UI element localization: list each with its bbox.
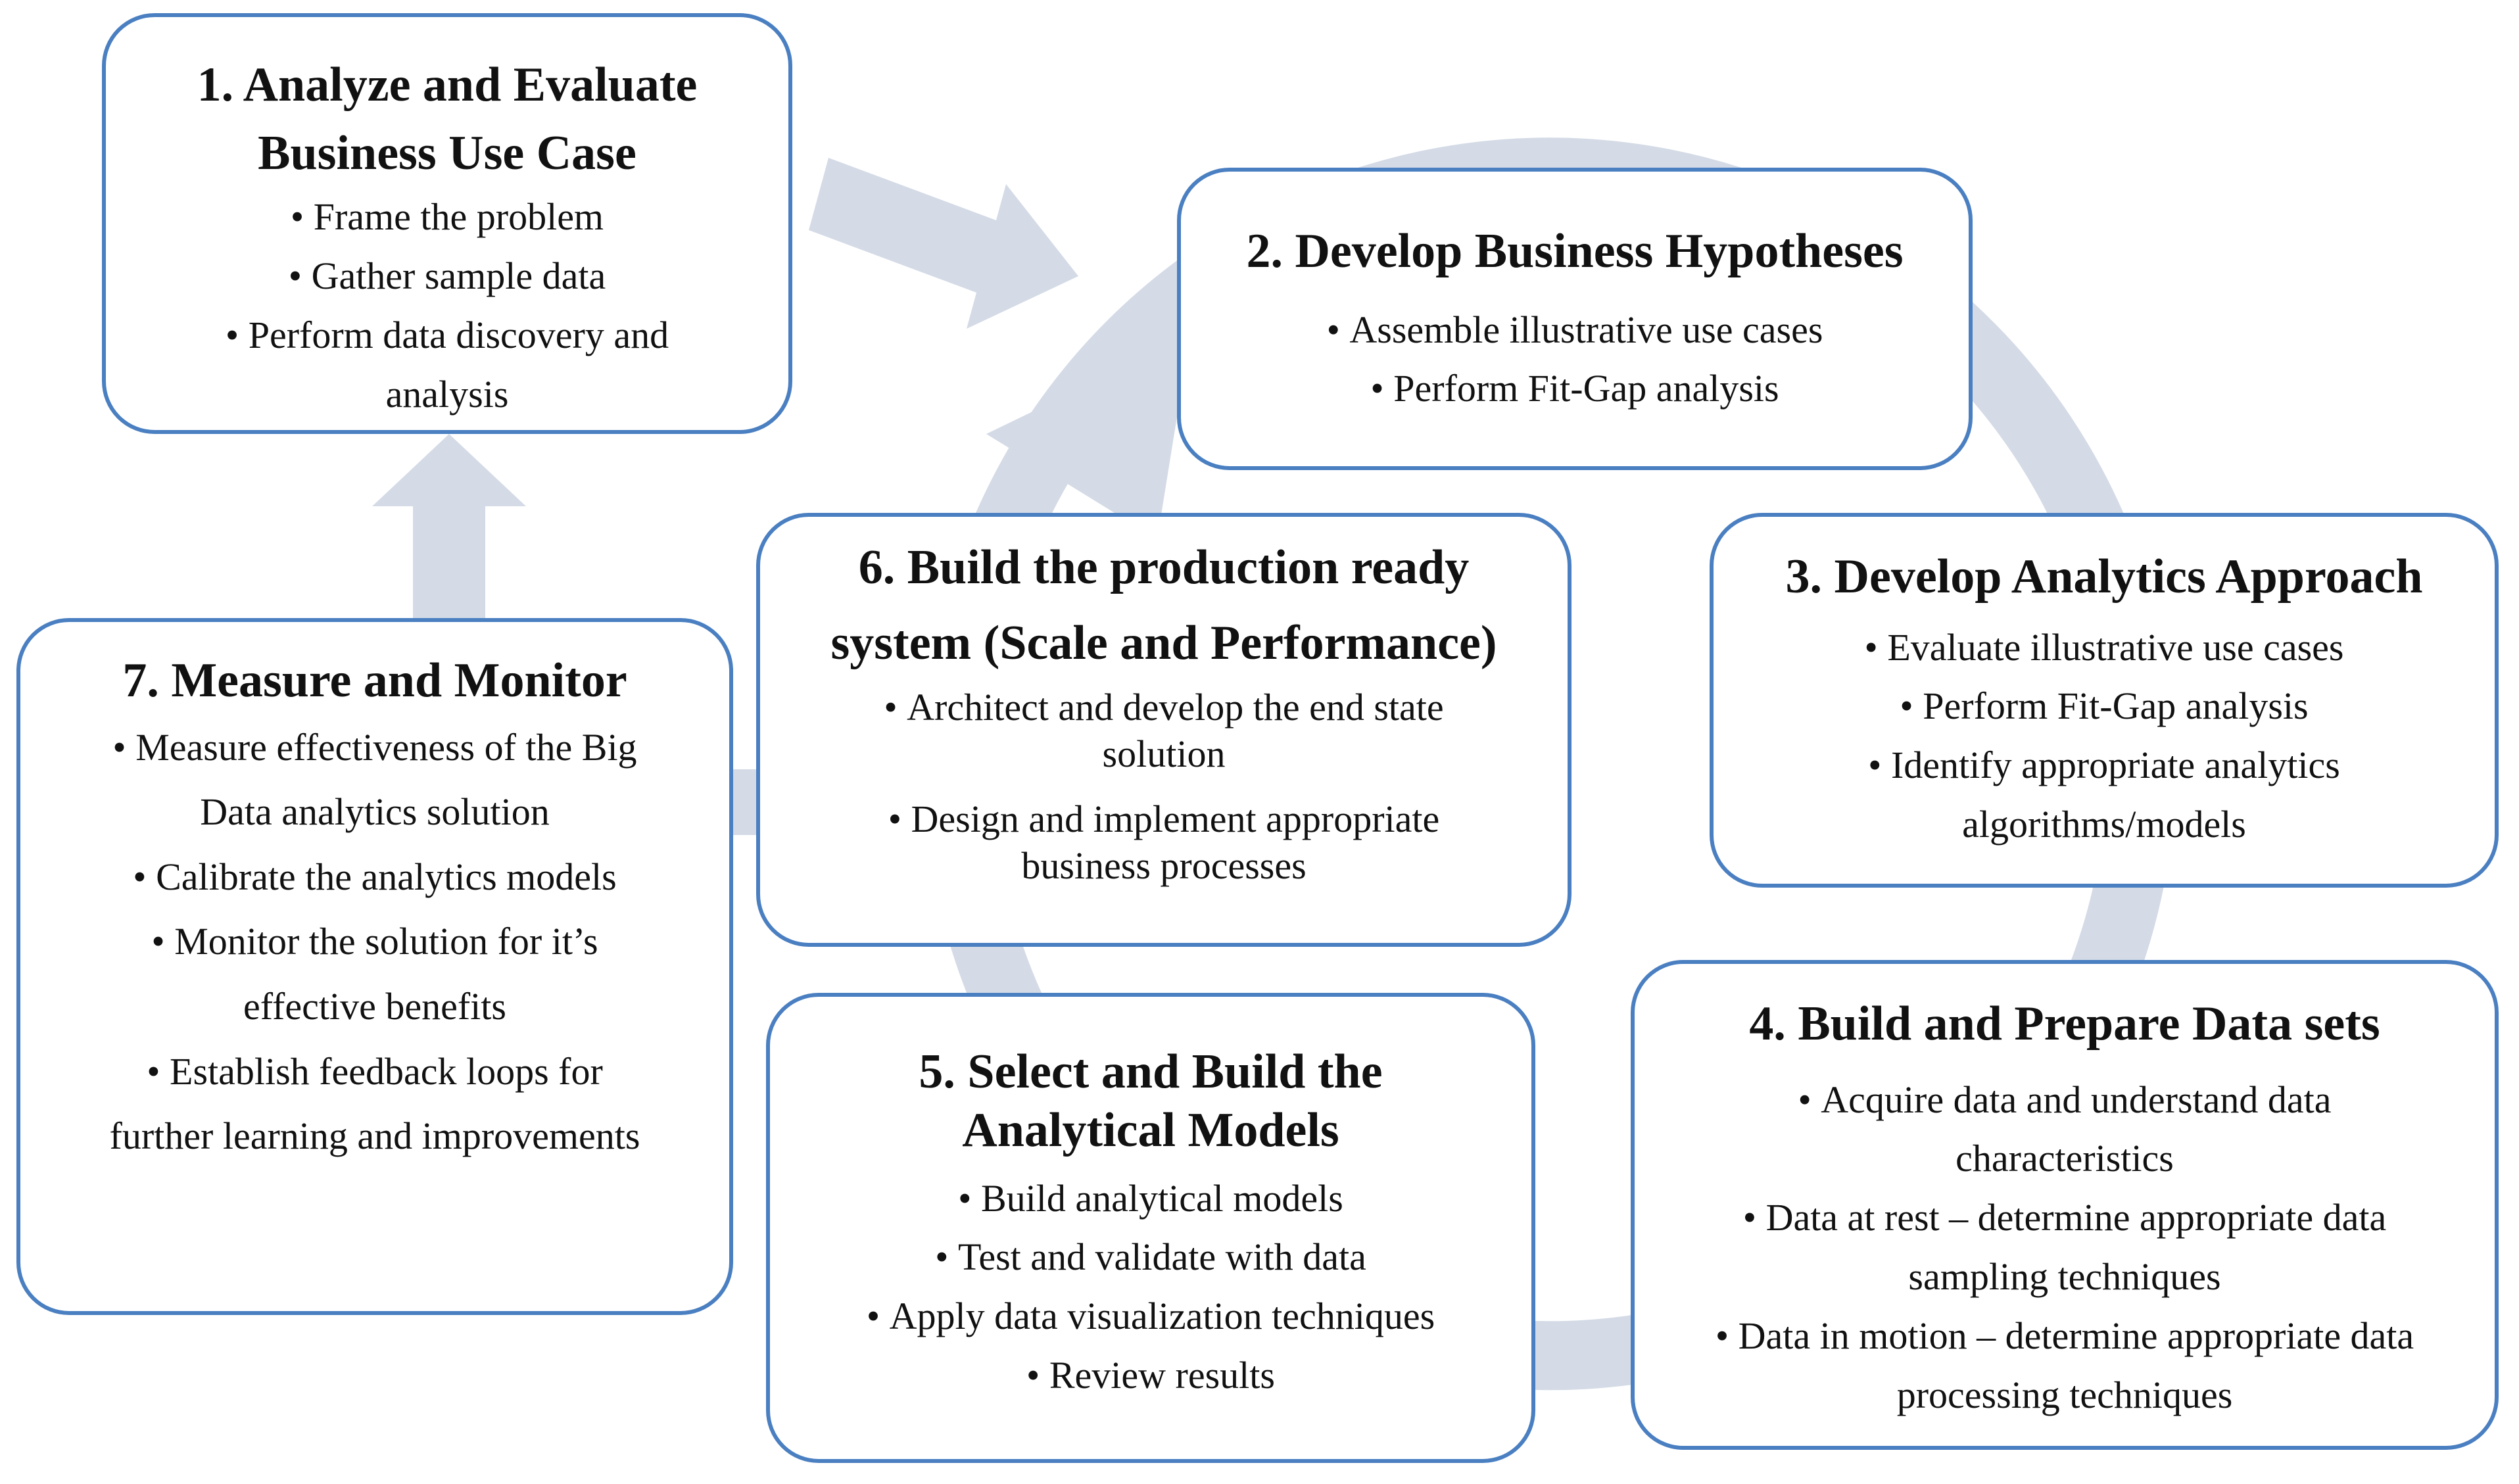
step-1-title-line: 1. Analyze and Evaluate — [197, 58, 698, 112]
step-6-title-line: system (Scale and Performance) — [830, 615, 1497, 670]
step-3-item: Identify appropriate analytics algorithm… — [1808, 736, 2400, 854]
step-6-item: Architect and develop the end state solu… — [842, 684, 1486, 778]
step-1-item: Gather sample data — [197, 247, 697, 306]
step-5-item: Build analytical models — [867, 1169, 1435, 1228]
step-5-box: 5. Select and Build the Analytical Model… — [766, 993, 1535, 1463]
step-6-title: 6. Build the production ready system (Sc… — [830, 530, 1497, 681]
step-3-item: Evaluate illustrative use cases — [1808, 618, 2400, 677]
step-5-title-line: 5. Select and Build the — [919, 1045, 1383, 1099]
step-5-title: 5. Select and Build the Analytical Model… — [919, 1043, 1382, 1160]
step-4-title: 4. Build and Prepare Data sets — [1749, 990, 2380, 1059]
step-7-title-line: 7. Measure and Monitor — [122, 654, 627, 707]
step-3-items: Evaluate illustrative use cases Perform … — [1808, 618, 2400, 855]
step-3-item: Perform Fit-Gap analysis — [1808, 677, 2400, 736]
step-4-item: Data in motion – determine appropriate d… — [1690, 1306, 2439, 1425]
step-2-box: 2. Develop Business Hypotheses Assemble … — [1177, 168, 1973, 470]
cycle-arrowhead — [986, 335, 1190, 539]
step-1-title-line: Business Use Case — [258, 126, 636, 180]
step-4-item: Acquire data and understand data charact… — [1690, 1070, 2439, 1189]
step-7-title: 7. Measure and Monitor — [122, 647, 627, 715]
step-5-item: Apply data visualization techniques — [867, 1287, 1435, 1346]
step-5-item: Test and validate with data — [867, 1228, 1435, 1287]
step-4-box: 4. Build and Prepare Data sets Acquire d… — [1631, 960, 2499, 1450]
step-5-item: Review results — [867, 1346, 1435, 1405]
step-7-item: Calibrate the analytics models — [92, 845, 658, 910]
step-7-item: Monitor the solution for it’s effective … — [92, 909, 658, 1039]
step-6-item: Design and implement appropriate busines… — [842, 796, 1486, 890]
step-2-item: Perform Fit-Gap analysis — [1327, 359, 1823, 418]
step-6-box: 6. Build the production ready system (Sc… — [756, 513, 1571, 947]
step-7-box: 7. Measure and Monitor Measure effective… — [16, 618, 733, 1315]
step-7-item: Measure effectiveness of the Big Data an… — [92, 715, 658, 845]
step-4-item: Data at rest – determine appropriate dat… — [1690, 1188, 2439, 1306]
step1-to-step2-arrow — [809, 158, 1078, 329]
step-2-item: Assemble illustrative use cases — [1327, 300, 1823, 360]
step-7-items: Measure effectiveness of the Big Data an… — [92, 715, 658, 1169]
step-5-title-line: Analytical Models — [962, 1103, 1339, 1157]
step-2-items: Assemble illustrative use cases Perform … — [1327, 300, 1823, 419]
step-3-title-line: 3. Develop Analytics Approach — [1785, 550, 2423, 604]
step-1-item: Frame the problem — [197, 187, 697, 247]
step-1-item: Perform data discovery and analysis — [197, 306, 697, 424]
step-4-items: Acquire data and understand data charact… — [1690, 1070, 2439, 1425]
step-4-title-line: 4. Build and Prepare Data sets — [1749, 997, 2380, 1051]
step-1-title: 1. Analyze and Evaluate Business Use Cas… — [197, 51, 698, 187]
step-3-box: 3. Develop Analytics Approach Evaluate i… — [1710, 513, 2499, 888]
step-7-item: Establish feedback loops for further lea… — [92, 1040, 658, 1169]
step-1-items: Frame the problem Gather sample data Per… — [197, 187, 697, 424]
step-6-items: Architect and develop the end state solu… — [842, 684, 1486, 889]
step-5-items: Build analytical models Test and validat… — [867, 1169, 1435, 1406]
step-2-title: 2. Develop Business Hypotheses — [1246, 218, 1903, 286]
step-6-title-line: 6. Build the production ready — [858, 540, 1470, 594]
step-3-title: 3. Develop Analytics Approach — [1786, 543, 2423, 611]
step7-to-step1-arrow — [372, 434, 526, 618]
step-2-title-line: 2. Develop Business Hypotheses — [1246, 224, 1904, 278]
step-1-box: 1. Analyze and Evaluate Business Use Cas… — [102, 13, 792, 434]
